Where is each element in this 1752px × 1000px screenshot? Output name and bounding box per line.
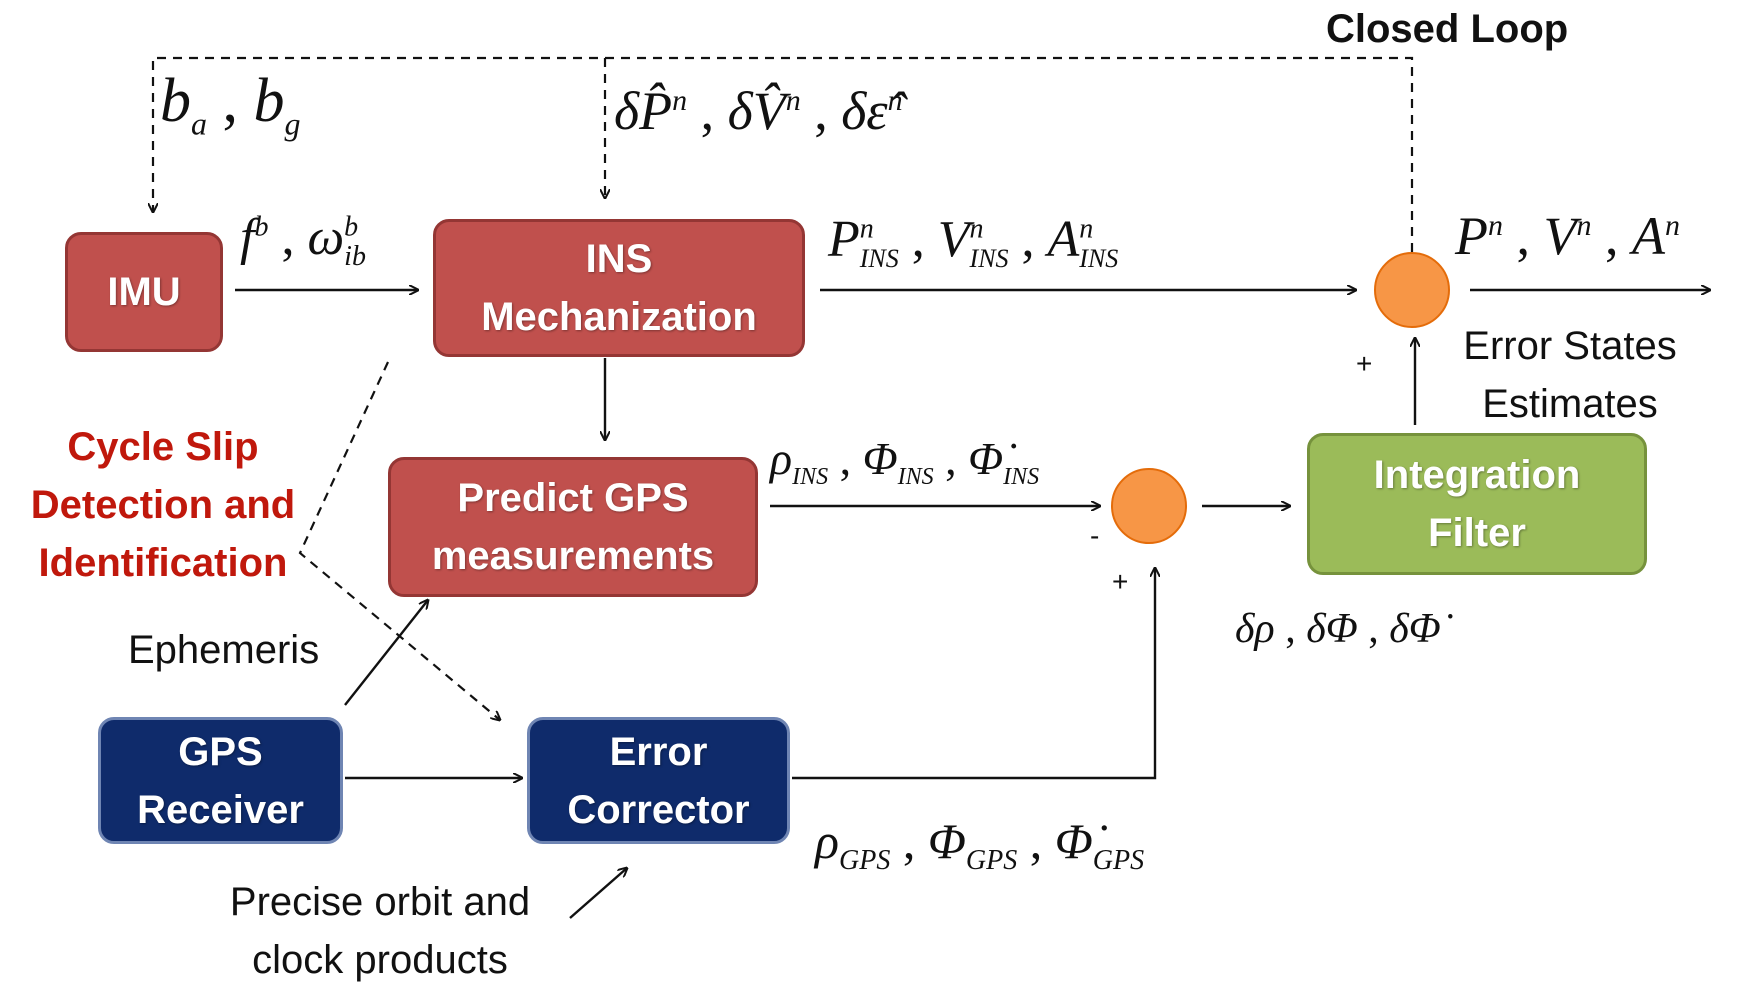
arrow-ephemeris [344,600,428,706]
cycle-slip-path [298,361,500,720]
imu-block: IMU [65,232,223,352]
gps-label-line2: Receiver [137,787,304,832]
ins-label-line2: Mechanization [481,295,757,339]
feedback-loop-bias [153,56,1414,252]
precise-products-label: Precise orbit and clock products [180,873,580,989]
error-states-line1: Error States [1463,324,1677,368]
closed-loop-label: Closed Loop [1326,7,1569,51]
error-corrector-block: Error Corrector [527,717,790,844]
cycle-slip-line3: Identification [38,541,288,585]
imu-output-math-label: fb , ωbib [240,209,366,273]
nav-output-math-label: Pn , Vn , An [1455,206,1680,266]
predict-label-line2: measurements [431,534,715,578]
predict-label-line1: Predict GPS [457,476,689,520]
ins-label-line1: INS [585,237,653,281]
measurement-summing-junction [1111,468,1187,544]
ins-output-math-label: PnINS , VnINS , AnINS [828,211,1119,274]
feedback-math-label: δP̂n , δV̂n , δε̂n [614,81,903,141]
integration-filter-block: Integration Filter [1307,433,1647,575]
imu-label: IMU [107,270,181,314]
minus-sign-measurement: - [1090,520,1100,551]
delta-measurement-math-label: δρ , δΦ , δΦ̇ [1235,606,1441,652]
precise-line2: clock products [252,938,508,982]
precise-line1: Precise orbit and [229,880,531,924]
corrector-label-line2: Corrector [567,787,750,832]
filter-label-line2: Filter [1428,511,1526,555]
output-summing-junction [1374,252,1450,328]
ephemeris-label: Ephemeris [128,628,320,672]
plus-sign-output: + [1356,348,1373,379]
cycle-slip-label: Cycle Slip Detection and Identification [2,418,324,592]
corrector-label-line1: Error [609,729,708,774]
predict-gps-block: Predict GPS measurements [388,457,758,597]
gps-label-line1: GPS [178,729,263,774]
plus-sign-measurement: + [1112,566,1129,597]
bias-math-label: ba , bg [160,67,301,142]
ins-mechanization-block: INS Mechanization [433,219,805,357]
gps-measurement-math-label: ρGPS , ΦGPS , Φ̇GPS [815,813,1145,876]
error-states-line2: Estimates [1482,382,1658,426]
cycle-slip-line2: Detection and [30,483,296,527]
arrow-precise-products [569,868,627,919]
gps-receiver-block: GPS Receiver [98,717,343,844]
filter-label-line1: Integration [1373,453,1581,497]
ins-measurement-math-label: ρINS , ΦINS , Φ̇INS [770,433,1040,491]
cycle-slip-line1: Cycle Slip [67,425,259,469]
error-states-label: Error States Estimates [1420,317,1720,433]
arrow-corrector-to-sum [792,568,1155,780]
